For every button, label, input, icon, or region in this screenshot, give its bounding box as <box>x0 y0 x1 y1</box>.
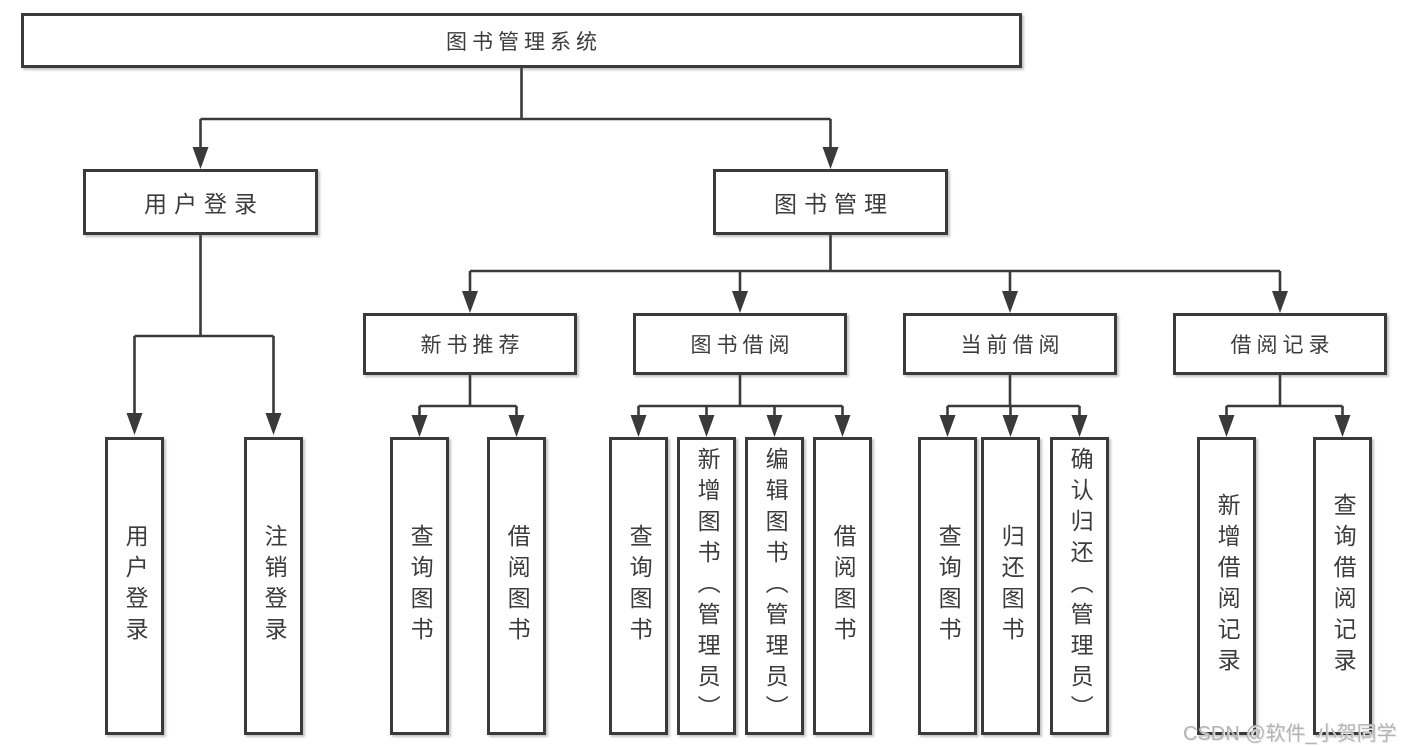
edge-root-to-level2 <box>192 68 839 169</box>
leaf-borrow-query-books: 查询图书 <box>609 437 668 735</box>
edge-user-login-to-leaves <box>126 235 282 435</box>
node-label: 查询图书 <box>407 524 434 648</box>
node-label: 用户登录 <box>122 524 149 648</box>
edge-borrow-records-to-leaves <box>1218 375 1351 437</box>
edge-new-book-recommend-to-leaves <box>411 375 525 437</box>
node-label: 图书借阅 <box>690 334 795 357</box>
leaf-current-confirm-return-admin: 确认归还（管理员） <box>1050 437 1109 735</box>
leaf-recommend-borrow-books: 借阅图书 <box>487 437 546 735</box>
node-label: 借阅图书 <box>504 524 531 648</box>
csdn-watermark: CSDN @软件_小贺同学 <box>1183 723 1397 745</box>
leaf-logout: 注销登录 <box>244 437 303 735</box>
node-library-management-system: 图书管理系统 <box>21 13 1022 68</box>
edge-book-management-to-level3 <box>462 235 1288 313</box>
edge-current-borrow-to-leaves <box>939 375 1088 437</box>
node-new-book-recommend: 新书推荐 <box>363 313 577 375</box>
node-label: 查询图书 <box>626 524 653 648</box>
node-label: 编辑图书（管理员） <box>762 446 789 726</box>
leaf-user-login: 用户登录 <box>105 437 164 735</box>
leaf-recommend-query-books: 查询图书 <box>390 437 449 735</box>
node-label: 查询图书 <box>935 524 962 648</box>
leaf-records-query-record: 查询借阅记录 <box>1313 437 1372 735</box>
node-label: 注销登录 <box>261 524 288 648</box>
node-label: 当前借阅 <box>960 334 1065 357</box>
node-label: 新增借阅记录 <box>1214 493 1241 679</box>
node-label: 图书管理 <box>774 191 894 217</box>
node-user-login: 用户登录 <box>83 169 318 235</box>
node-label: 查询借阅记录 <box>1330 493 1357 679</box>
leaf-borrow-borrow-books: 借阅图书 <box>813 437 872 735</box>
leaf-borrow-add-books-admin: 新增图书（管理员） <box>677 437 736 735</box>
node-label: 确认归还（管理员） <box>1067 446 1094 726</box>
node-label: 图书管理系统 <box>446 30 602 54</box>
node-label: 归还图书 <box>998 524 1025 648</box>
node-label: 新书推荐 <box>420 334 525 357</box>
node-label: 用户登录 <box>144 191 264 217</box>
node-label: 新增图书（管理员） <box>694 446 721 726</box>
node-label: 借阅图书 <box>830 524 857 648</box>
leaf-current-query-books: 查询图书 <box>918 437 977 735</box>
leaf-current-return-books: 归还图书 <box>981 437 1040 735</box>
leaf-borrow-edit-books-admin: 编辑图书（管理员） <box>745 437 804 735</box>
node-book-borrow: 图书借阅 <box>633 313 847 375</box>
node-borrow-records: 借阅记录 <box>1173 313 1387 375</box>
node-current-borrow: 当前借阅 <box>903 313 1117 375</box>
node-label: 借阅记录 <box>1230 334 1335 357</box>
node-book-management: 图书管理 <box>713 169 948 235</box>
leaf-records-add-record: 新增借阅记录 <box>1197 437 1256 735</box>
edge-book-borrow-to-leaves <box>630 375 851 437</box>
